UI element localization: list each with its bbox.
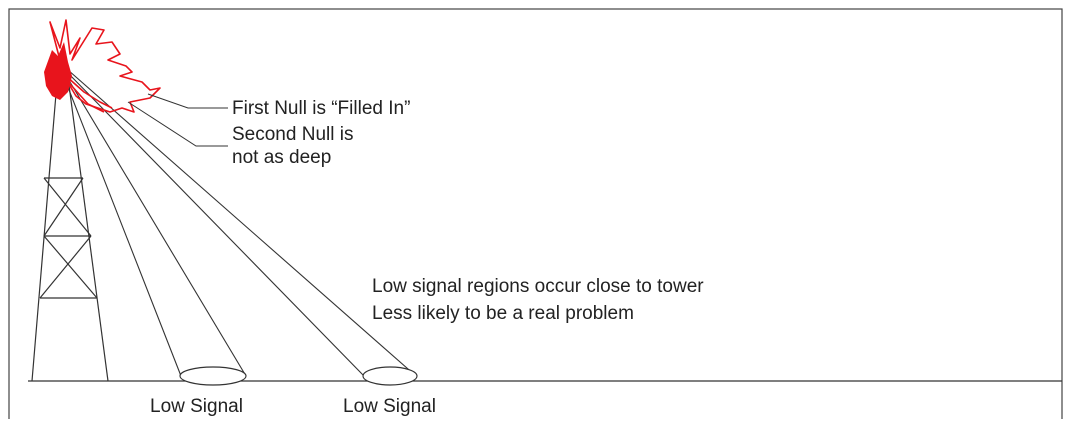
- pattern-hub: [44, 42, 72, 100]
- radiation-beams: [61, 69, 417, 377]
- low-signal-spot-1: [179, 366, 247, 386]
- low-signal-label-1: Low Signal: [150, 396, 243, 417]
- radiation-pattern: [49, 19, 161, 113]
- first-null-label: First Null is “Filled In”: [232, 98, 410, 119]
- second-null-label-line1: Second Null is: [232, 124, 353, 145]
- diagram-frame: [8, 8, 1063, 424]
- low-signal-spot-2: [362, 366, 418, 386]
- low-signal-label-2: Low Signal: [343, 396, 436, 417]
- second-null-label-line2: not as deep: [232, 147, 331, 168]
- low-regions-label-line1: Low signal regions occur close to tower: [372, 276, 704, 297]
- tower: [31, 69, 109, 382]
- low-regions-label-line2: Less likely to be a real problem: [372, 303, 634, 324]
- leader-lines: [127, 93, 228, 147]
